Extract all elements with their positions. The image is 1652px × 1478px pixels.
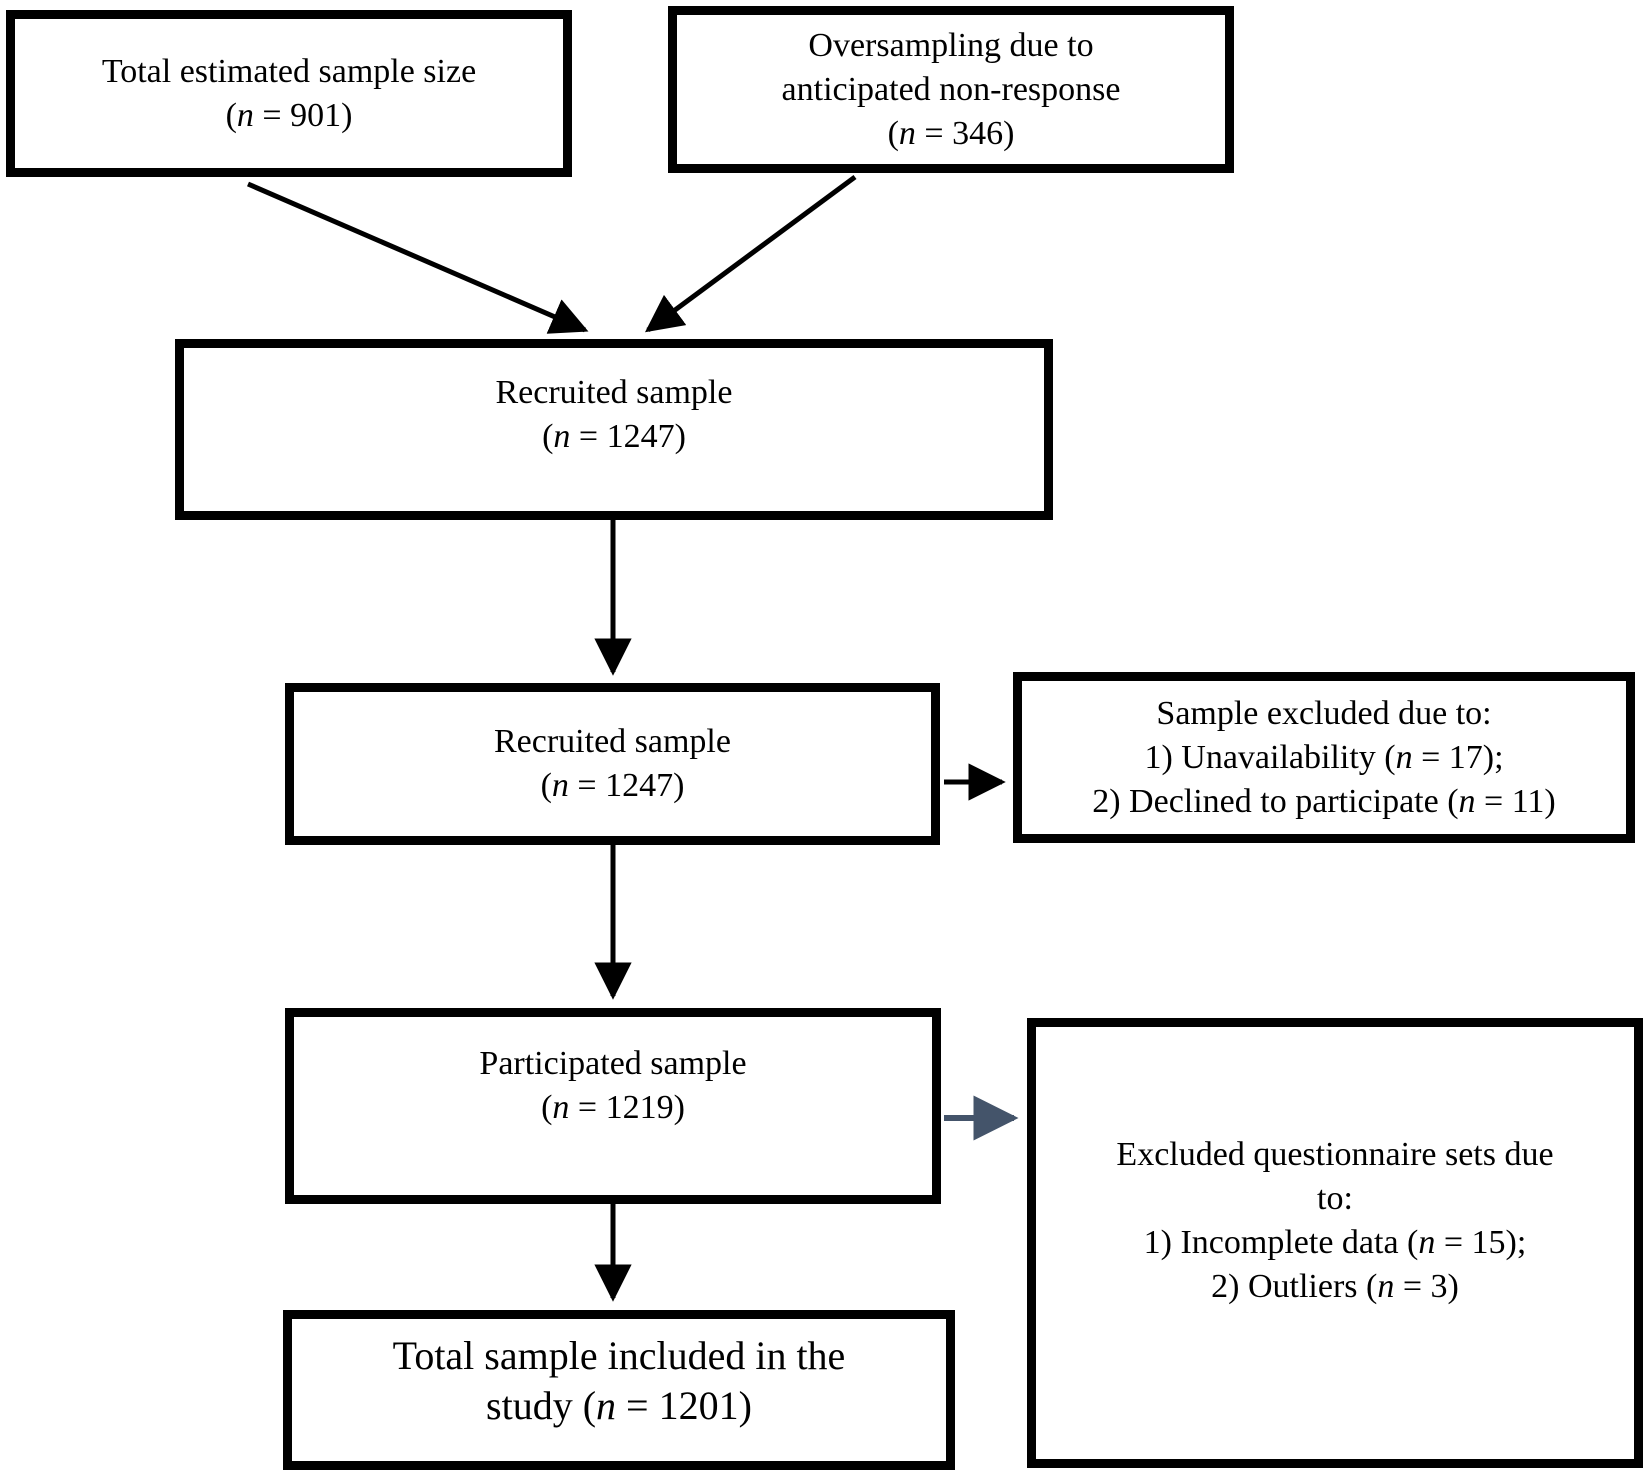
box-recruited-sample-1: Recruited sample(n = 1247)	[175, 339, 1053, 520]
box-recruited-sample-2: Recruited sample(n = 1247)	[285, 683, 940, 845]
box-sample-excluded: Sample excluded due to:1) Unavailability…	[1013, 672, 1635, 843]
box-participated-sample: Participated sample(n = 1219)	[285, 1008, 941, 1204]
arrow-total-estimated-to-recruited	[247, 181, 589, 334]
box-total-estimated-sample-size: Total estimated sample size(n = 901)	[6, 10, 572, 177]
arrow-oversampling-to-recruited	[644, 174, 857, 333]
